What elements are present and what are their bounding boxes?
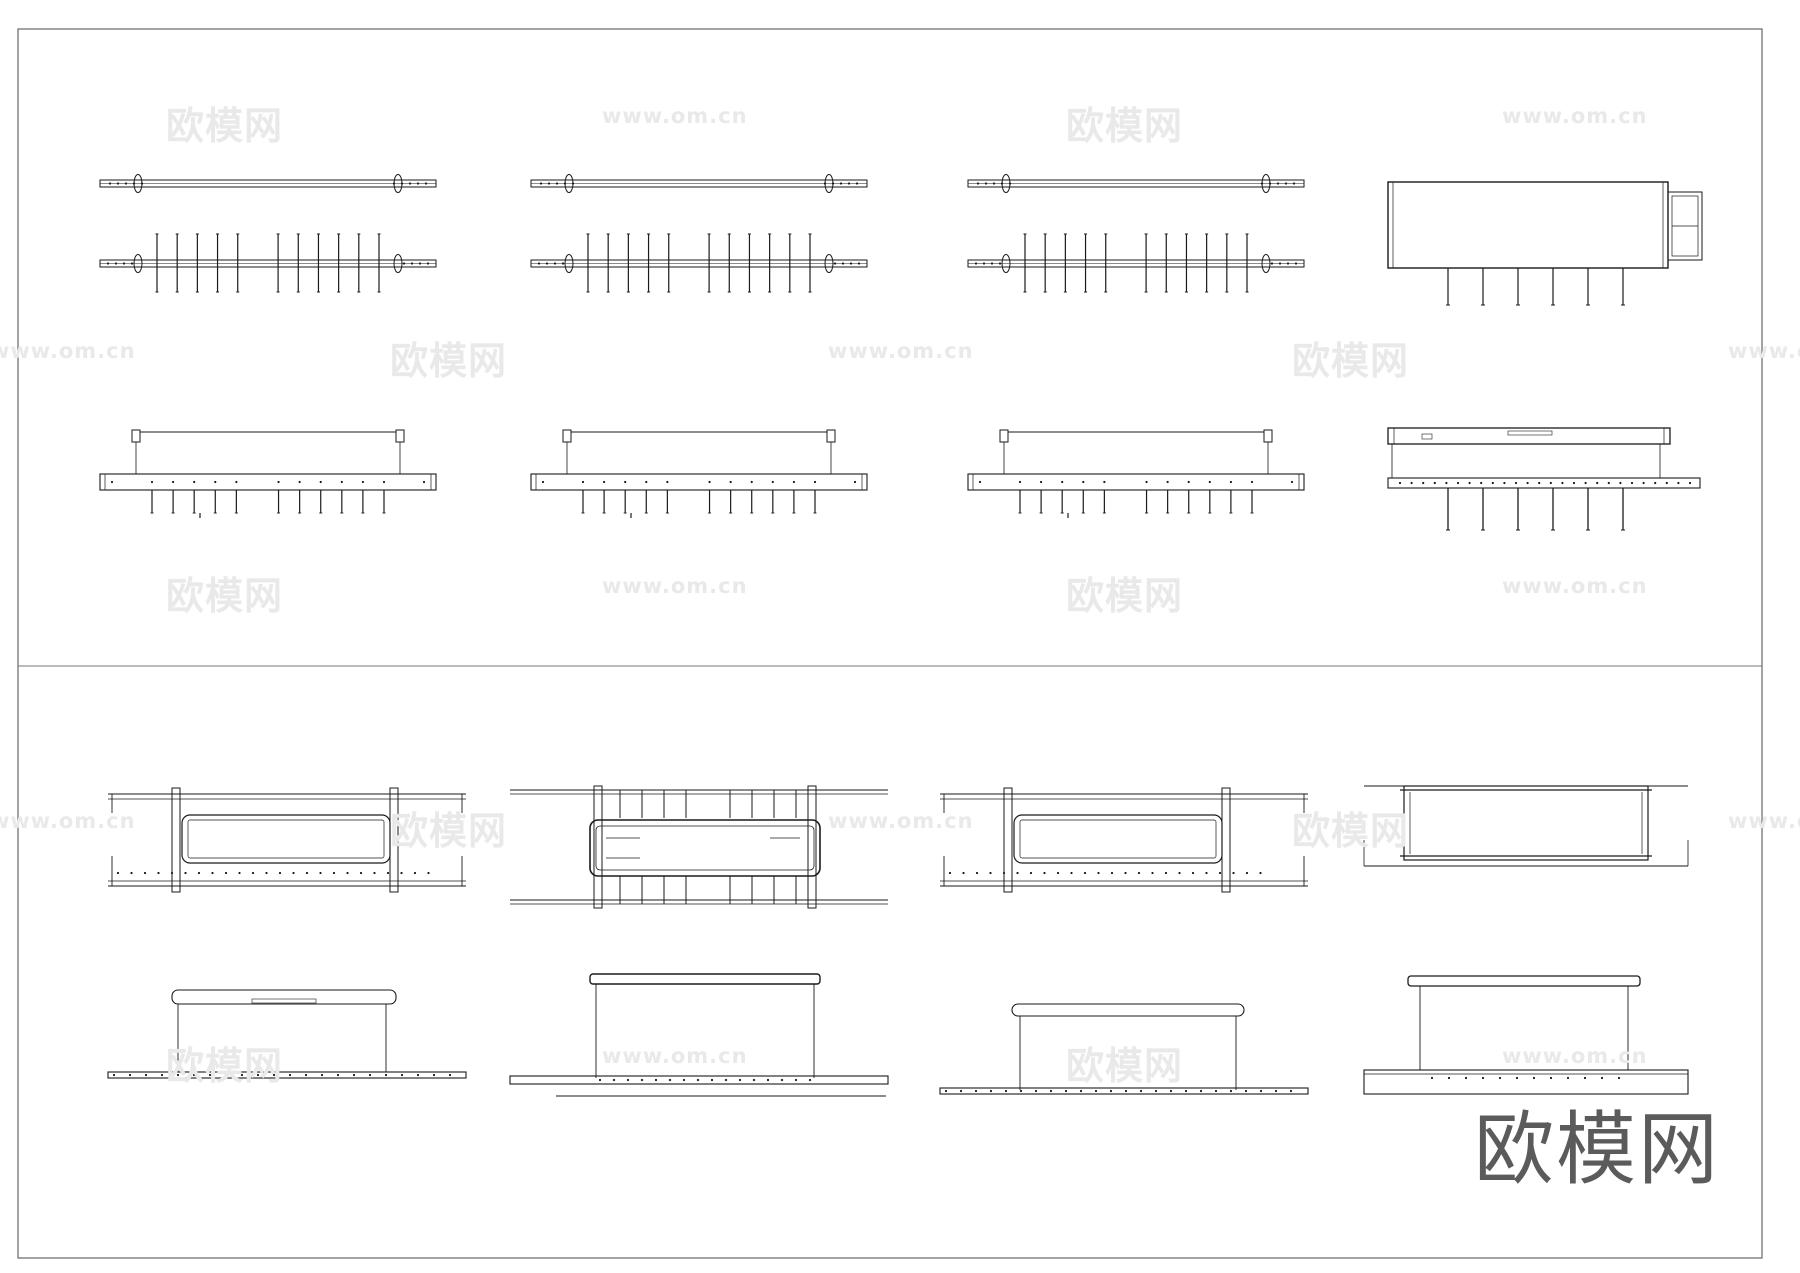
drawings-layer bbox=[99, 174, 1703, 1097]
elevation-2 bbox=[509, 973, 889, 1097]
elevation-3 bbox=[939, 1003, 1309, 1095]
plan-view-1 bbox=[108, 787, 466, 893]
front-view-4 bbox=[1387, 427, 1701, 531]
sheet-frame bbox=[17, 28, 1763, 1259]
elevation-1 bbox=[107, 989, 467, 1079]
plan-view-3 bbox=[940, 787, 1308, 893]
brand-logo: 欧模网 bbox=[1474, 1103, 1720, 1196]
top-view-1 bbox=[99, 174, 437, 293]
elevation-4 bbox=[1363, 975, 1689, 1095]
front-view-1 bbox=[99, 429, 437, 518]
top-view-2 bbox=[530, 174, 868, 293]
front-view-3 bbox=[967, 429, 1305, 518]
front-view-2 bbox=[530, 429, 868, 518]
plan-view-4 bbox=[1363, 785, 1689, 867]
plan-view-2 bbox=[510, 785, 888, 909]
side-view-box bbox=[1387, 181, 1703, 306]
top-view-3 bbox=[967, 174, 1305, 293]
